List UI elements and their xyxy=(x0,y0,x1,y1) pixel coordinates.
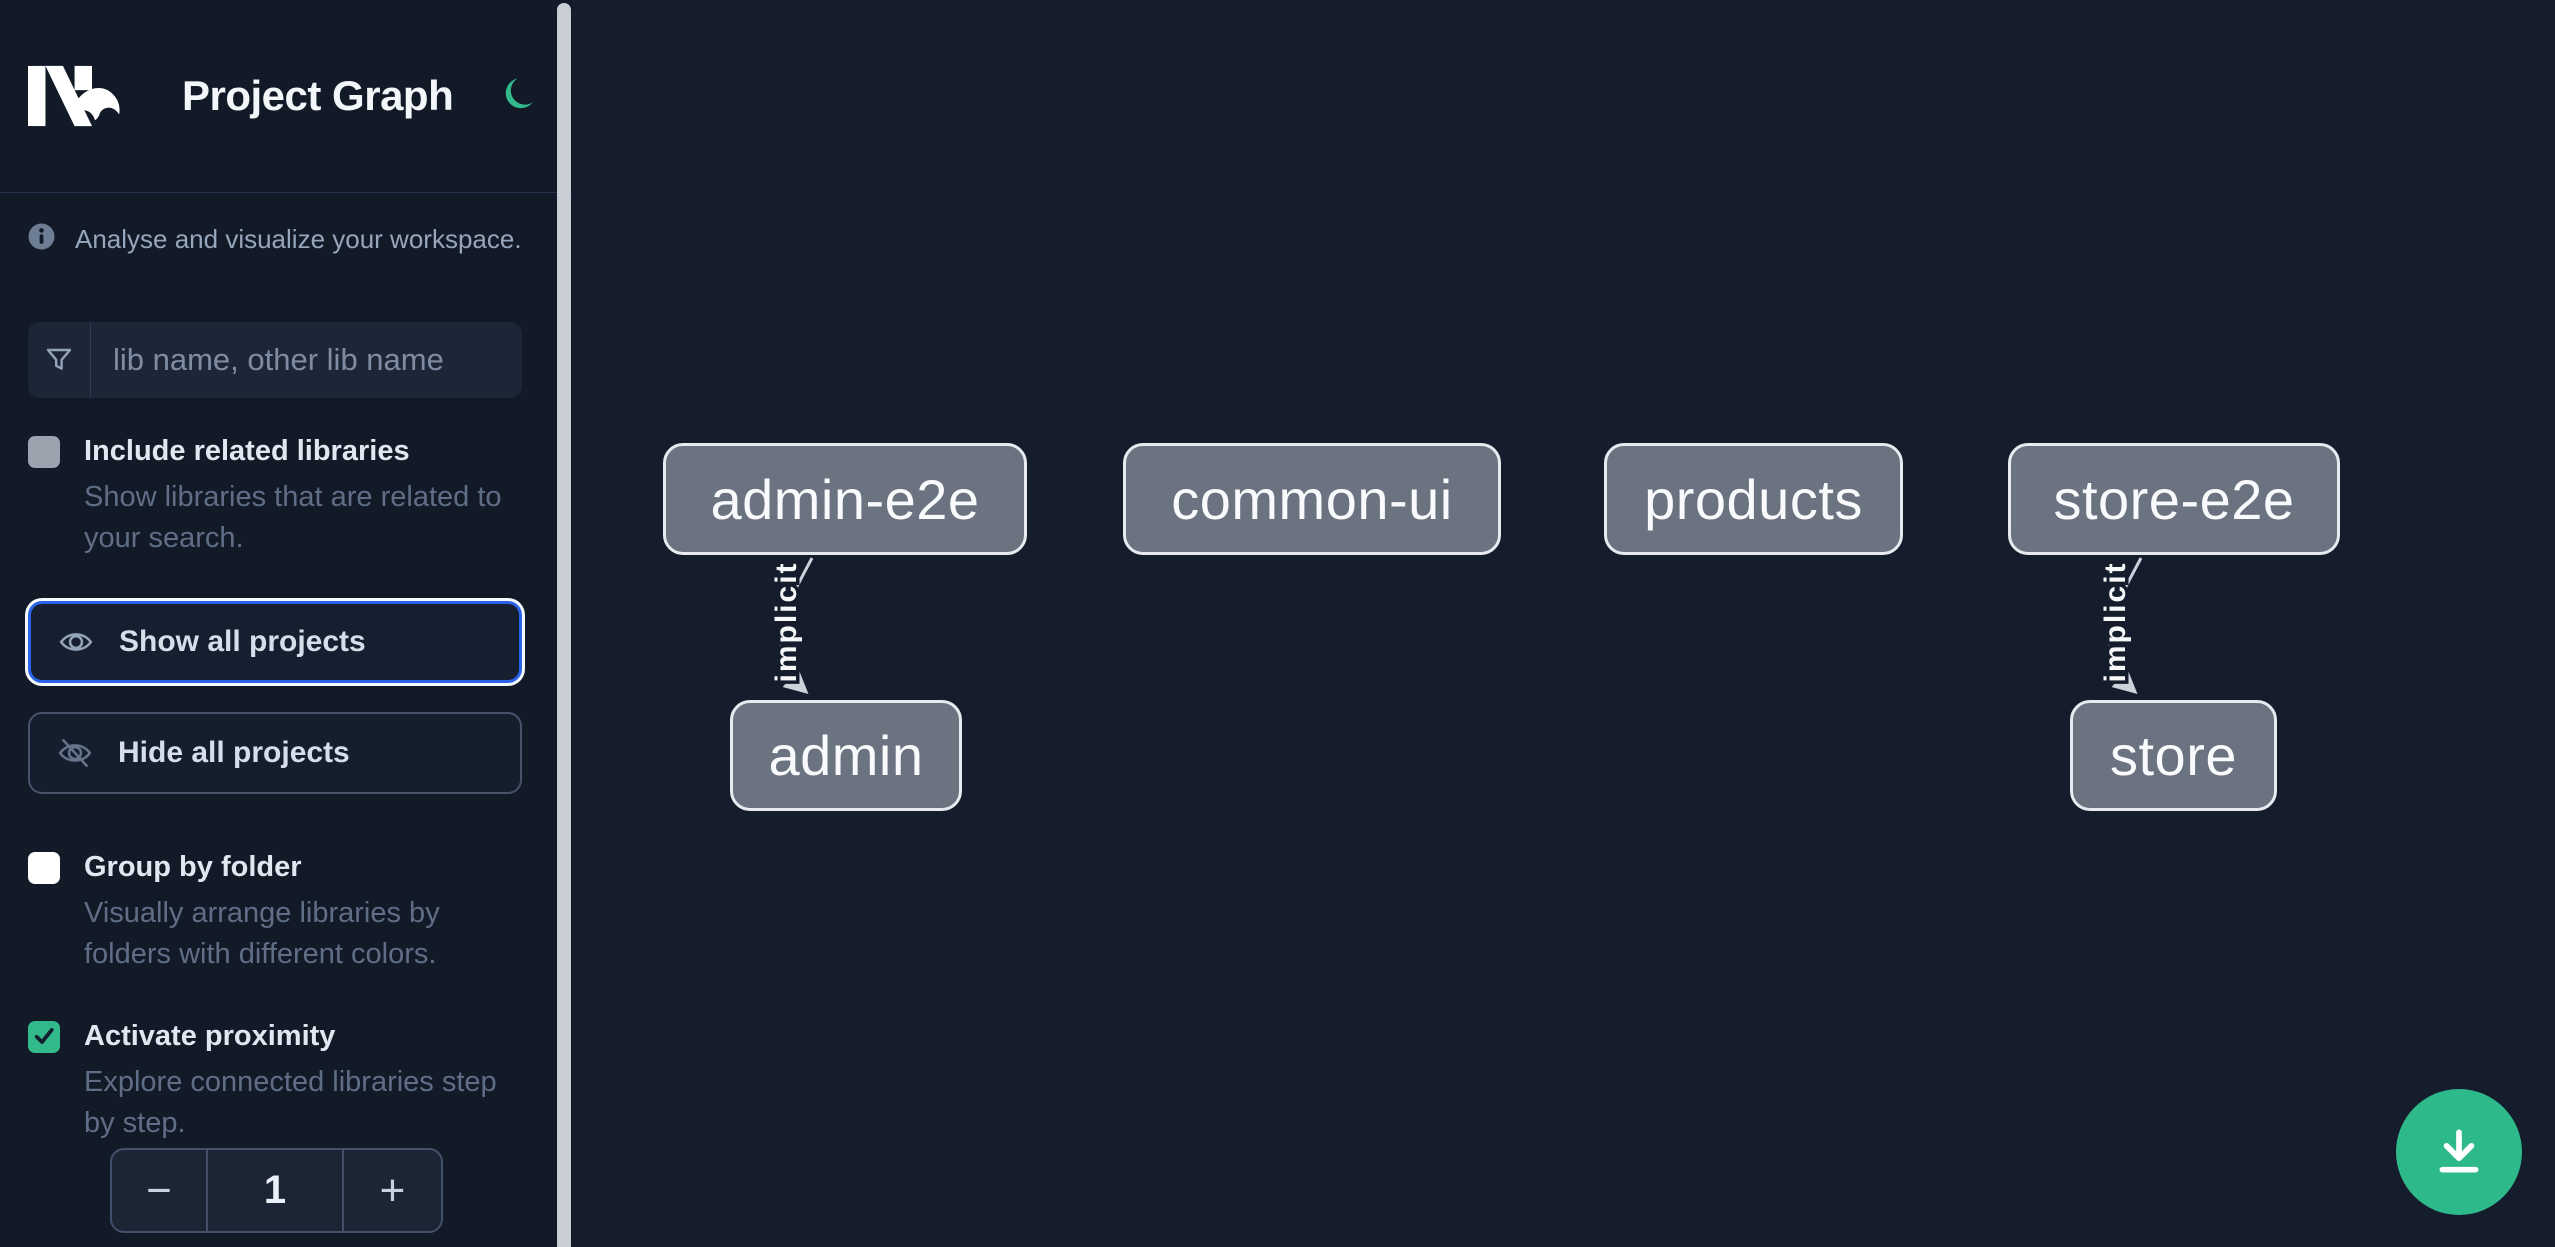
graph-node-store-e2e[interactable]: store-e2e xyxy=(2008,443,2340,555)
eye-icon xyxy=(58,624,94,660)
download-icon xyxy=(2431,1123,2487,1182)
search-input[interactable] xyxy=(91,322,522,398)
funnel-icon xyxy=(28,322,91,398)
download-image-button[interactable] xyxy=(2396,1089,2522,1215)
moon-icon xyxy=(502,75,538,118)
theme-toggle-button[interactable] xyxy=(500,74,540,118)
graph-edges: implicit implicit xyxy=(766,557,2143,694)
show-all-projects-button[interactable]: Show all projects xyxy=(28,601,522,683)
info-icon xyxy=(28,223,55,255)
option-activate-proximity: Activate proximity Explore connected lib… xyxy=(28,1019,522,1144)
graph-node-common-ui[interactable]: common-ui xyxy=(1123,443,1501,555)
graph-node-admin-e2e[interactable]: admin-e2e xyxy=(663,443,1027,555)
stepper-decrement-button[interactable]: − xyxy=(112,1150,208,1231)
graph-canvas[interactable]: implicit implicit admin-e2e common-ui pr… xyxy=(572,0,2555,1247)
page-title: Project Graph xyxy=(182,72,454,119)
sidebar-content: Analyse and visualize your workspace. In… xyxy=(0,223,572,1233)
stepper-increment-button[interactable]: + xyxy=(342,1150,441,1231)
info-row: Analyse and visualize your workspace. xyxy=(28,223,522,255)
info-text: Analyse and visualize your workspace. xyxy=(75,224,522,254)
group-by-folder-description: Visually arrange libraries by folders wi… xyxy=(84,897,440,970)
activate-proximity-label: Activate proximity xyxy=(84,1020,336,1052)
show-all-projects-label: Show all projects xyxy=(119,625,366,658)
group-by-folder-checkbox[interactable] xyxy=(28,852,60,884)
app-header: Project Graph xyxy=(0,0,572,193)
include-related-checkbox[interactable] xyxy=(28,436,60,468)
include-related-description: Show libraries that are related to your … xyxy=(84,481,502,554)
check-icon xyxy=(31,1023,57,1052)
search-box xyxy=(28,322,522,398)
sidebar: Project Graph Analyse and v xyxy=(0,0,572,1247)
edge-label-implicit: implicit xyxy=(770,561,803,682)
graph-node-admin[interactable]: admin xyxy=(730,700,962,811)
option-include-related: Include related libraries Show libraries… xyxy=(28,434,522,559)
activate-proximity-checkbox[interactable] xyxy=(28,1021,60,1053)
activate-proximity-description: Explore connected libraries step by step… xyxy=(84,1066,497,1139)
hide-all-projects-button[interactable]: Hide all projects xyxy=(28,712,522,794)
group-by-folder-label: Group by folder xyxy=(84,851,302,883)
graph-node-store[interactable]: store xyxy=(2070,700,2277,811)
stepper-value[interactable]: 1 xyxy=(263,1168,287,1212)
nx-logo xyxy=(28,65,125,127)
eye-off-icon xyxy=(57,735,93,771)
hide-all-projects-label: Hide all projects xyxy=(118,736,350,769)
graph-node-products[interactable]: products xyxy=(1604,443,1903,555)
sidebar-scrollbar[interactable] xyxy=(557,3,571,1247)
edge-store-e2e-to-store[interactable] xyxy=(2108,557,2143,694)
edge-label-implicit: implicit xyxy=(2099,561,2132,682)
option-group-by-folder: Group by folder Visually arrange librari… xyxy=(28,850,522,975)
edge-admin-e2e-to-admin[interactable] xyxy=(779,557,814,694)
include-related-label: Include related libraries xyxy=(84,435,410,467)
proximity-stepper: − 1 + xyxy=(110,1148,443,1233)
